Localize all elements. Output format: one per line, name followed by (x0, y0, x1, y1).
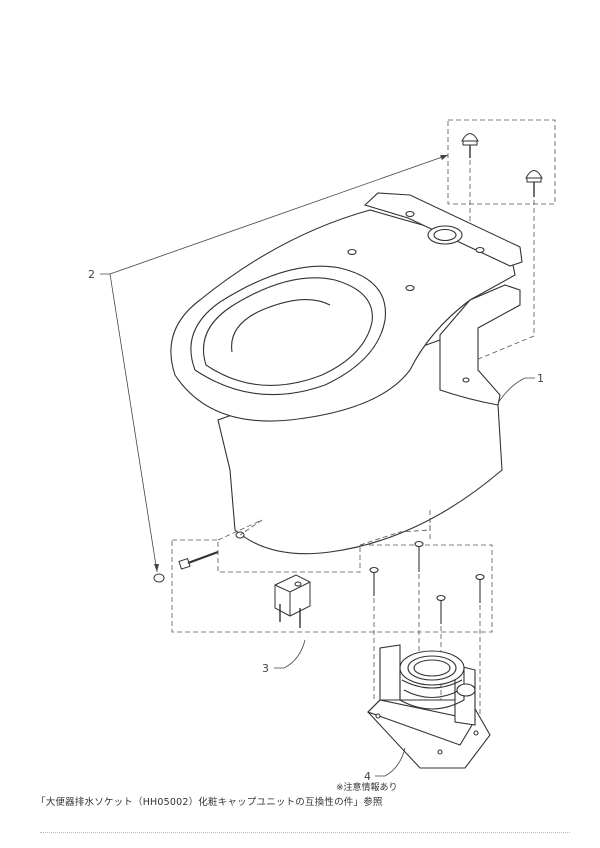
floor-bracket (274, 574, 311, 628)
socket-screw (475, 573, 485, 603)
callout-arrowheads (154, 155, 448, 572)
leader-part1 (497, 377, 535, 404)
leader-part3 (274, 639, 306, 669)
tank-bolt-left (461, 133, 479, 158)
side-bolt-box (171, 539, 493, 633)
side-bolt-group (153, 519, 493, 633)
caution-note: ※注意情報あり (336, 783, 398, 793)
decorative-cap (153, 573, 165, 583)
drain-guide-box (359, 520, 431, 546)
side-hole (462, 377, 470, 383)
deck-hole (347, 248, 357, 256)
bowl-water (231, 299, 331, 353)
side-bolt (178, 550, 219, 570)
callout-leaders (100, 154, 535, 777)
tank-bolt-box (447, 119, 556, 205)
deck-hole (405, 284, 415, 292)
socket-screw (436, 594, 446, 624)
bottom-divider (40, 832, 570, 833)
reference-note: 「大便器排水ソケット（HH05002）化粧キャップユニットの互換性の件」参照 (36, 797, 383, 808)
leader-part4 (375, 747, 406, 777)
bowl-rear (439, 284, 521, 406)
side-bolt-guide (217, 519, 263, 541)
leader-part2b (109, 273, 158, 573)
bolt-guide-line-right (475, 200, 535, 361)
tank-bolt-right (525, 170, 543, 197)
callout-3: 3 (262, 662, 269, 675)
toilet-bowl (170, 192, 523, 555)
callout-2: 2 (88, 268, 95, 281)
socket-screw (369, 566, 379, 596)
callout-1: 1 (537, 372, 544, 385)
tank-opening (427, 225, 463, 245)
callout-4: 4 (364, 770, 371, 783)
socket-screw (414, 540, 424, 572)
deck-hole (405, 210, 415, 218)
drain-socket (366, 644, 491, 769)
drain-socket-group (359, 510, 491, 769)
deck-hole (475, 246, 485, 254)
